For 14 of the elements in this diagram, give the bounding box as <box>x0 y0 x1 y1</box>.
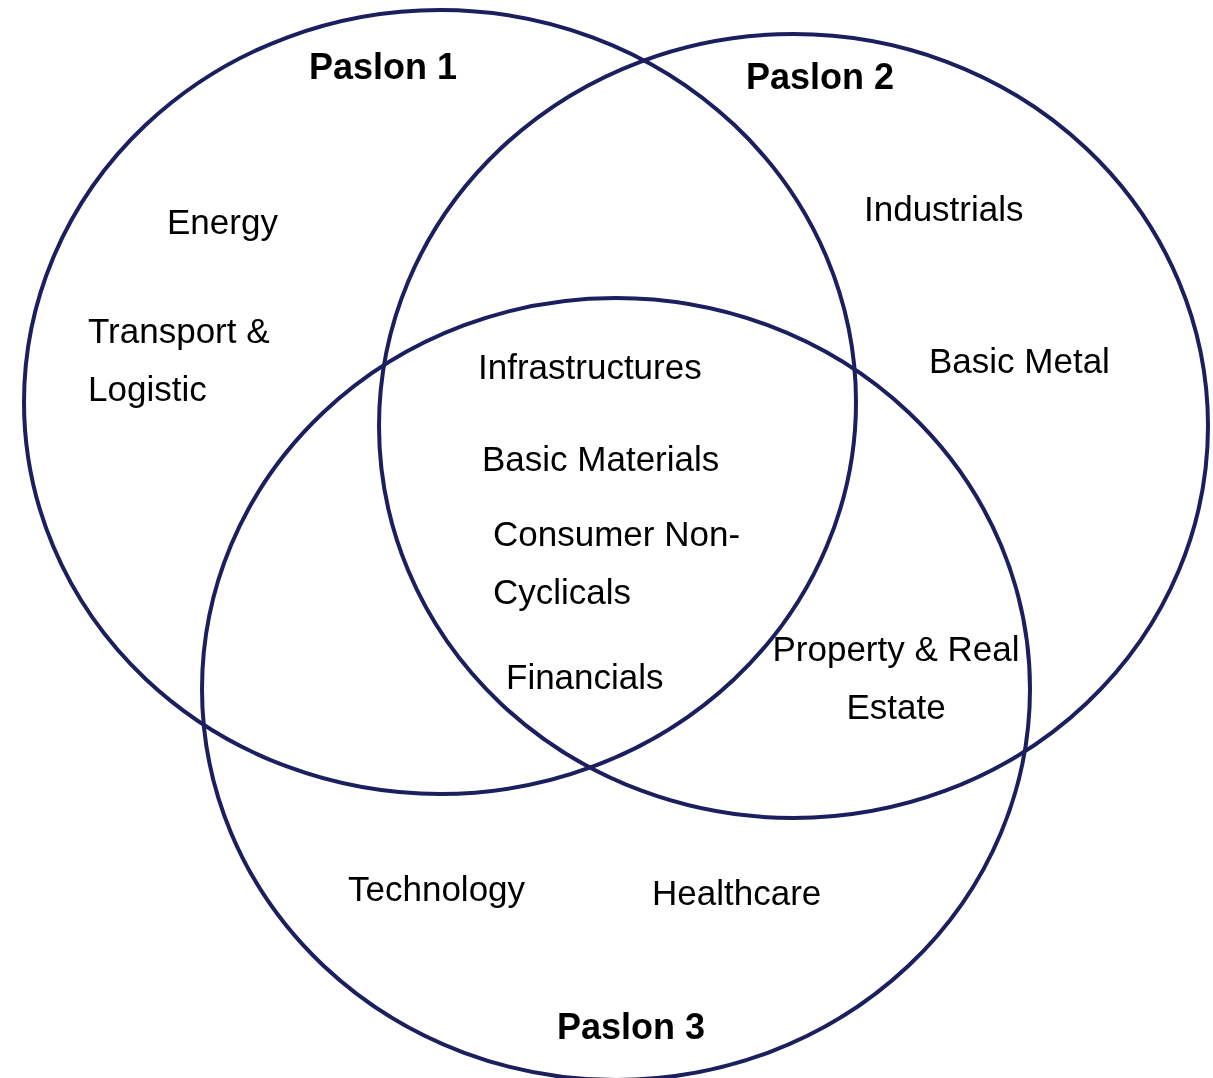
sector-label: Infrastructures <box>478 346 702 388</box>
sector-label: Industrials <box>864 188 1024 230</box>
sector-label: Property & Real Estate <box>771 628 1021 728</box>
circle-title: Paslon 3 <box>556 1007 706 1047</box>
sector-label: Technology <box>348 868 526 910</box>
sector-label: Transport & Logistic <box>88 310 271 410</box>
sector-label: Healthcare <box>652 872 822 914</box>
circle-title: Paslon 1 <box>308 47 458 87</box>
sector-label: Consumer Non-Cyclicals <box>493 513 742 613</box>
sector-label: Energy <box>167 201 278 243</box>
sector-label: Basic Materials <box>482 438 720 480</box>
sector-label: Financials <box>506 656 664 698</box>
circle-title: Paslon 2 <box>745 57 895 97</box>
sector-label: Basic Metal <box>929 340 1110 382</box>
